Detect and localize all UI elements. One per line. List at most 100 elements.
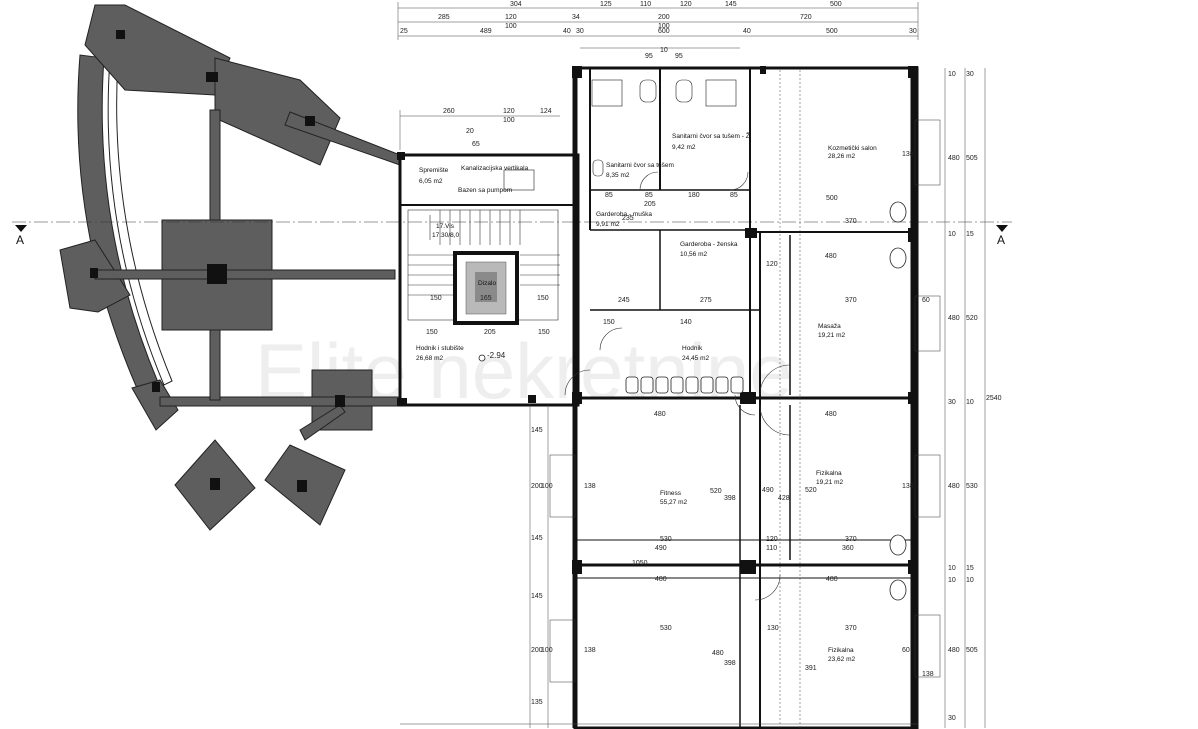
room-area: 55,27 m2 <box>660 499 687 506</box>
dim-label: 10 <box>966 577 974 584</box>
level-mark-text: -2.94 <box>487 351 506 360</box>
dim-label: 138 <box>902 151 914 158</box>
dim-label: 138 <box>922 671 934 678</box>
dim-label: 165 <box>480 295 492 302</box>
dim-label: 200 <box>531 483 543 490</box>
room-name: Fizikalna <box>828 647 854 654</box>
curved-wing-inner-band <box>107 57 173 386</box>
stair-level-text-2: 17.30/8,0 <box>432 232 459 239</box>
dim-label: 100 <box>503 117 515 124</box>
dim-label: 200 <box>658 14 670 21</box>
dim-label: 370 <box>845 625 857 632</box>
dim-label: 480 <box>948 155 960 162</box>
dim-label: 10 <box>948 231 956 238</box>
room-name: Garderoba - ženska <box>680 241 738 248</box>
dim-label: 150 <box>537 295 549 302</box>
dim-label: 25 <box>400 28 408 35</box>
section-label-right: A <box>997 233 1005 247</box>
dim-label: 100 <box>541 647 553 654</box>
room-area: 23,62 m2 <box>828 656 855 663</box>
section-arrow-right-icon <box>996 225 1008 232</box>
dim-label: 480 <box>826 576 838 583</box>
dim-label: 360 <box>842 545 854 552</box>
section-arrow-left-icon <box>15 225 27 232</box>
dim-label: 124 <box>540 108 552 115</box>
room-name: Dizalo <box>478 280 496 287</box>
room-name: Fizikalna <box>816 470 842 477</box>
right-dimension-labels: 10 30 480 505 10 15 480 520 30 10 10 15 … <box>948 71 1002 722</box>
window-markers <box>549 119 941 683</box>
dim-label: 370 <box>845 297 857 304</box>
dim-label: 480 <box>655 576 667 583</box>
left-dimension-labels: 145 200 100 145 145 200 100 135 <box>531 427 553 706</box>
elevator-shaft <box>453 251 519 325</box>
level-marks: -2.94 17.Vis 17.30/8,0 <box>432 223 506 362</box>
room-area: 19,21 m2 <box>816 479 843 486</box>
diagonal-corridor-lower <box>299 404 346 441</box>
room-area: 28,26 m2 <box>828 153 855 160</box>
dim-label: 200 <box>531 647 543 654</box>
dim-label: 275 <box>700 297 712 304</box>
room-area: 24,45 m2 <box>682 355 709 362</box>
room-labels: Spremište 6,05 m2 Kanalizacijska vertika… <box>416 131 877 663</box>
dim-label: 120 <box>766 536 778 543</box>
dim-label: 370 <box>845 218 857 225</box>
dim-label: 398 <box>724 495 736 502</box>
dim-label: 520 <box>710 488 722 495</box>
dim-label: 120 <box>766 261 778 268</box>
spoke-upper <box>209 109 221 221</box>
room-name: Fitness <box>660 490 682 497</box>
curved-wing <box>59 4 401 531</box>
room-area: 26,68 m2 <box>416 355 443 362</box>
structural-columns <box>397 66 918 574</box>
dim-label: 505 <box>966 647 978 654</box>
upper-right-block <box>214 57 341 166</box>
dim-label: 398 <box>724 660 736 667</box>
left-pod-lower <box>131 379 179 431</box>
dim-label: 480 <box>948 315 960 322</box>
dim-label: 304 <box>510 1 522 8</box>
dim-label: 15 <box>966 231 974 238</box>
dim-label: 490 <box>655 545 667 552</box>
dim-label: 85 <box>645 192 653 199</box>
dim-label: 120 <box>503 108 515 115</box>
dim-label: 480 <box>948 483 960 490</box>
dim-label: 10 <box>948 71 956 78</box>
dim-label: 120 <box>680 1 692 8</box>
dim-label: 489 <box>480 28 492 35</box>
dim-label: 145 <box>531 535 543 542</box>
dim-label: 480 <box>712 650 724 657</box>
room-name: Spremište <box>419 167 449 174</box>
dim-label: 260 <box>443 108 455 115</box>
dim-label: 150 <box>538 329 550 336</box>
room-area: 19,21 m2 <box>818 332 845 339</box>
room-name: Bazen sa pumpom <box>458 187 512 194</box>
dim-label: 480 <box>948 647 960 654</box>
dim-label: 34 <box>572 14 580 21</box>
dim-label: 95 <box>645 53 653 60</box>
dim-label: 138 <box>584 647 596 654</box>
dim-label-total: 2540 <box>986 395 1002 402</box>
dim-label: 145 <box>725 1 737 8</box>
dim-label: 60 <box>902 647 910 654</box>
dimension-lines <box>397 2 986 728</box>
dim-label: 370 <box>845 536 857 543</box>
dim-label: 30 <box>948 399 956 406</box>
dim-label: 500 <box>826 195 838 202</box>
dim-label: 130 <box>767 625 779 632</box>
dim-label: 505 <box>966 155 978 162</box>
dim-label: 520 <box>966 315 978 322</box>
dim-label: 10 <box>660 47 668 54</box>
dim-label: 40 <box>563 28 571 35</box>
top-dimension-labels: 304 125 110 120 145 500 285 120 34 200 7… <box>400 1 917 148</box>
dim-label: 391 <box>805 665 817 672</box>
dim-label: 125 <box>600 1 612 8</box>
room-name: Hodnik i stubište <box>416 345 464 352</box>
dim-label: 100 <box>505 23 517 30</box>
dim-label: 1050 <box>632 560 648 567</box>
dim-label: 20 <box>466 128 474 135</box>
dim-label: 285 <box>438 14 450 21</box>
dim-label: 100 <box>658 23 670 30</box>
dim-label: 138 <box>902 483 914 490</box>
